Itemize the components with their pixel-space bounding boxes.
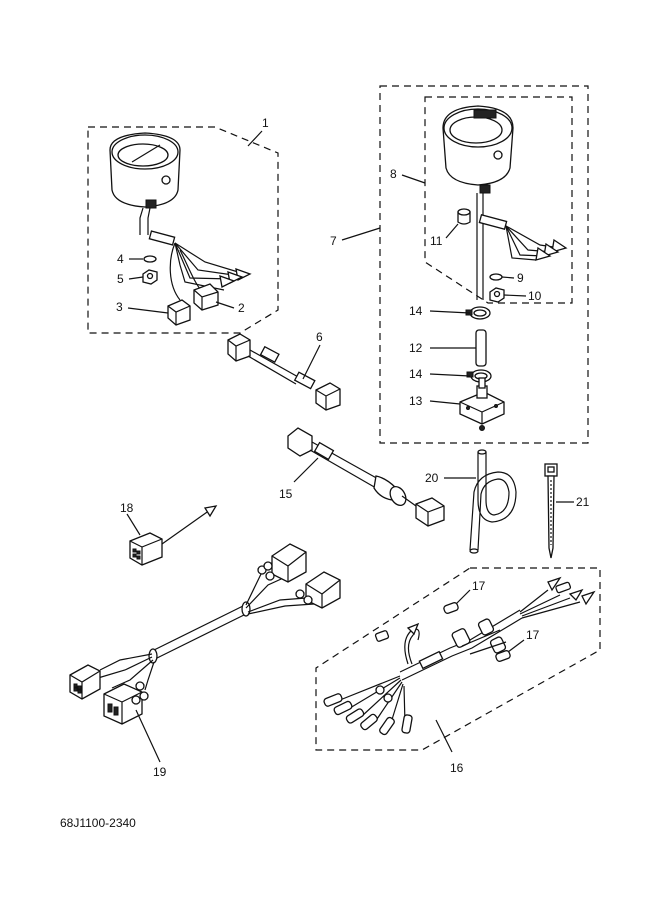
sub-harness-16 <box>323 576 596 736</box>
callout-14-upper: 14 <box>409 304 423 318</box>
leader-7 <box>341 227 381 241</box>
callout-10: 10 <box>528 289 542 303</box>
callout-5: 5 <box>117 272 124 286</box>
leader-2 <box>215 301 235 309</box>
leader-14b <box>429 373 471 377</box>
washer-9 <box>489 273 503 281</box>
leader-19 <box>135 709 161 763</box>
callout-1: 1 <box>262 116 269 130</box>
callout-4: 4 <box>117 252 124 266</box>
leader-11 <box>445 223 459 239</box>
callout-2: 2 <box>238 301 245 315</box>
callout-21: 21 <box>576 495 590 509</box>
callout-20: 20 <box>425 471 439 485</box>
fuse-17-lower <box>495 650 511 662</box>
group-7-outline <box>379 85 589 444</box>
callout-16: 16 <box>450 761 464 775</box>
callout-6: 6 <box>316 330 323 344</box>
meter-gauge-8 <box>442 105 514 300</box>
callout-17-lower: 17 <box>526 628 540 642</box>
pickup-13 <box>459 377 505 431</box>
callout-11: 11 <box>430 234 443 248</box>
tube-12 <box>475 329 487 367</box>
group-8-outline <box>424 96 573 304</box>
leader-15 <box>293 457 319 483</box>
hose-20 <box>469 449 517 554</box>
callout-3: 3 <box>116 300 123 314</box>
leader-5 <box>128 276 144 280</box>
callout-7: 7 <box>330 234 337 248</box>
leader-1 <box>247 130 263 147</box>
leader-14a <box>429 310 471 314</box>
callout-14-lower: 14 <box>409 367 423 381</box>
leader-10 <box>503 294 527 297</box>
callout-19: 19 <box>153 765 167 779</box>
fuse-17-upper <box>443 602 459 614</box>
leader-3 <box>127 307 169 314</box>
callout-8: 8 <box>390 167 397 181</box>
cable-tie-21 <box>544 463 558 559</box>
connector-3 <box>167 299 191 326</box>
leader-17b <box>507 639 525 653</box>
nut-5 <box>142 269 158 285</box>
wiring-harness-19 <box>69 543 341 725</box>
leader-9 <box>501 276 515 279</box>
connector-18 <box>129 505 218 566</box>
diagram-code: 68J1100-2340 <box>60 816 136 830</box>
callout-17-upper: 17 <box>472 579 486 593</box>
leader-16 <box>435 719 453 753</box>
wire-bundle-8 <box>478 213 568 261</box>
group-16-outline <box>315 567 601 751</box>
connector-2 <box>193 283 219 311</box>
leader-6 <box>302 344 321 380</box>
callout-9: 9 <box>517 271 524 285</box>
callout-18: 18 <box>120 501 134 515</box>
extension-lead-6 <box>227 333 341 411</box>
sensor-lead-15 <box>287 427 445 527</box>
cap-11 <box>457 208 471 225</box>
callout-12: 12 <box>409 341 423 355</box>
leader-8 <box>401 174 426 184</box>
nut-10 <box>489 287 505 303</box>
callout-13: 13 <box>409 394 423 408</box>
meter-gauge-1 <box>109 132 181 235</box>
leader-18 <box>126 513 141 536</box>
washer-4 <box>143 255 157 263</box>
leader-13 <box>429 400 461 405</box>
group-1-outline <box>87 126 279 334</box>
leader-17a <box>455 589 471 605</box>
callout-15: 15 <box>279 487 293 501</box>
